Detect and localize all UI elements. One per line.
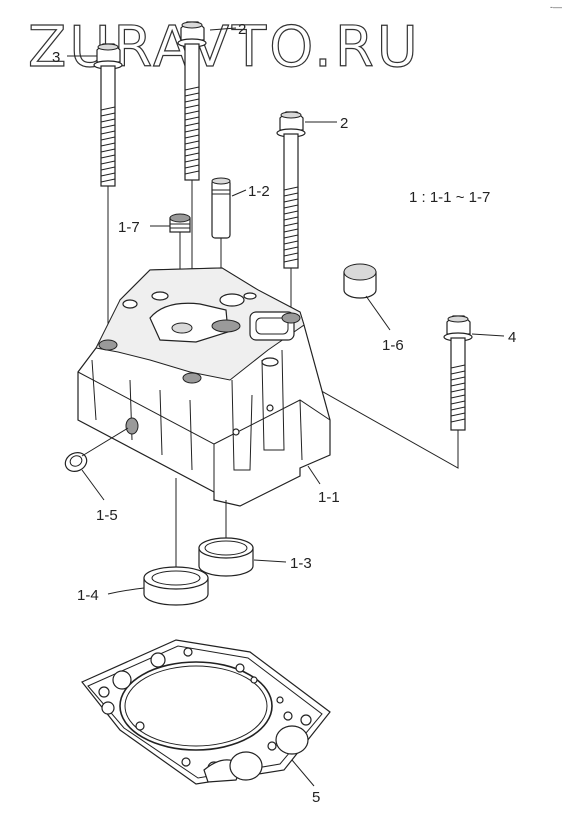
cap-1-6 (343, 263, 377, 299)
bolt-4 (269, 315, 473, 469)
callout-1-6: 1-6 (382, 337, 404, 354)
seal-ring-1-3 (198, 500, 254, 577)
seal-ring-1-4 (143, 478, 209, 606)
callout-1-5: 1-5 (96, 507, 118, 524)
callout-1-1: 1-1 (318, 489, 340, 506)
callout-2-right: 2 (340, 115, 348, 132)
callout-1-3: 1-3 (290, 555, 312, 572)
callout-2-top: 2 (238, 21, 246, 38)
callout-5: 5 (312, 789, 320, 806)
legend-text: 1 : 1-1 ~ 1-7 (409, 189, 490, 206)
watermark: ZURAVTO.RU (28, 15, 421, 80)
callout-1-7: 1-7 (118, 219, 140, 236)
head-gasket-5 (81, 639, 331, 785)
callout-1-2: 1-2 (248, 183, 270, 200)
callout-3: 3 (52, 49, 60, 66)
callout-labels: 3 2 2 1-2 1-7 1 : 1-1 ~ 1-7 1-6 4 1-1 1-… (52, 21, 516, 806)
callout-1-4: 1-4 (77, 587, 99, 604)
bolt-2-right (276, 111, 306, 318)
corner-mark: -— (550, 2, 562, 12)
bolt-3 (93, 43, 123, 345)
seal-ring-1-5 (64, 427, 129, 472)
leader-lines (67, 27, 505, 787)
bolt-2-top (177, 21, 207, 378)
callout-4: 4 (508, 329, 516, 346)
cylinder-head-1-1 (77, 267, 331, 507)
